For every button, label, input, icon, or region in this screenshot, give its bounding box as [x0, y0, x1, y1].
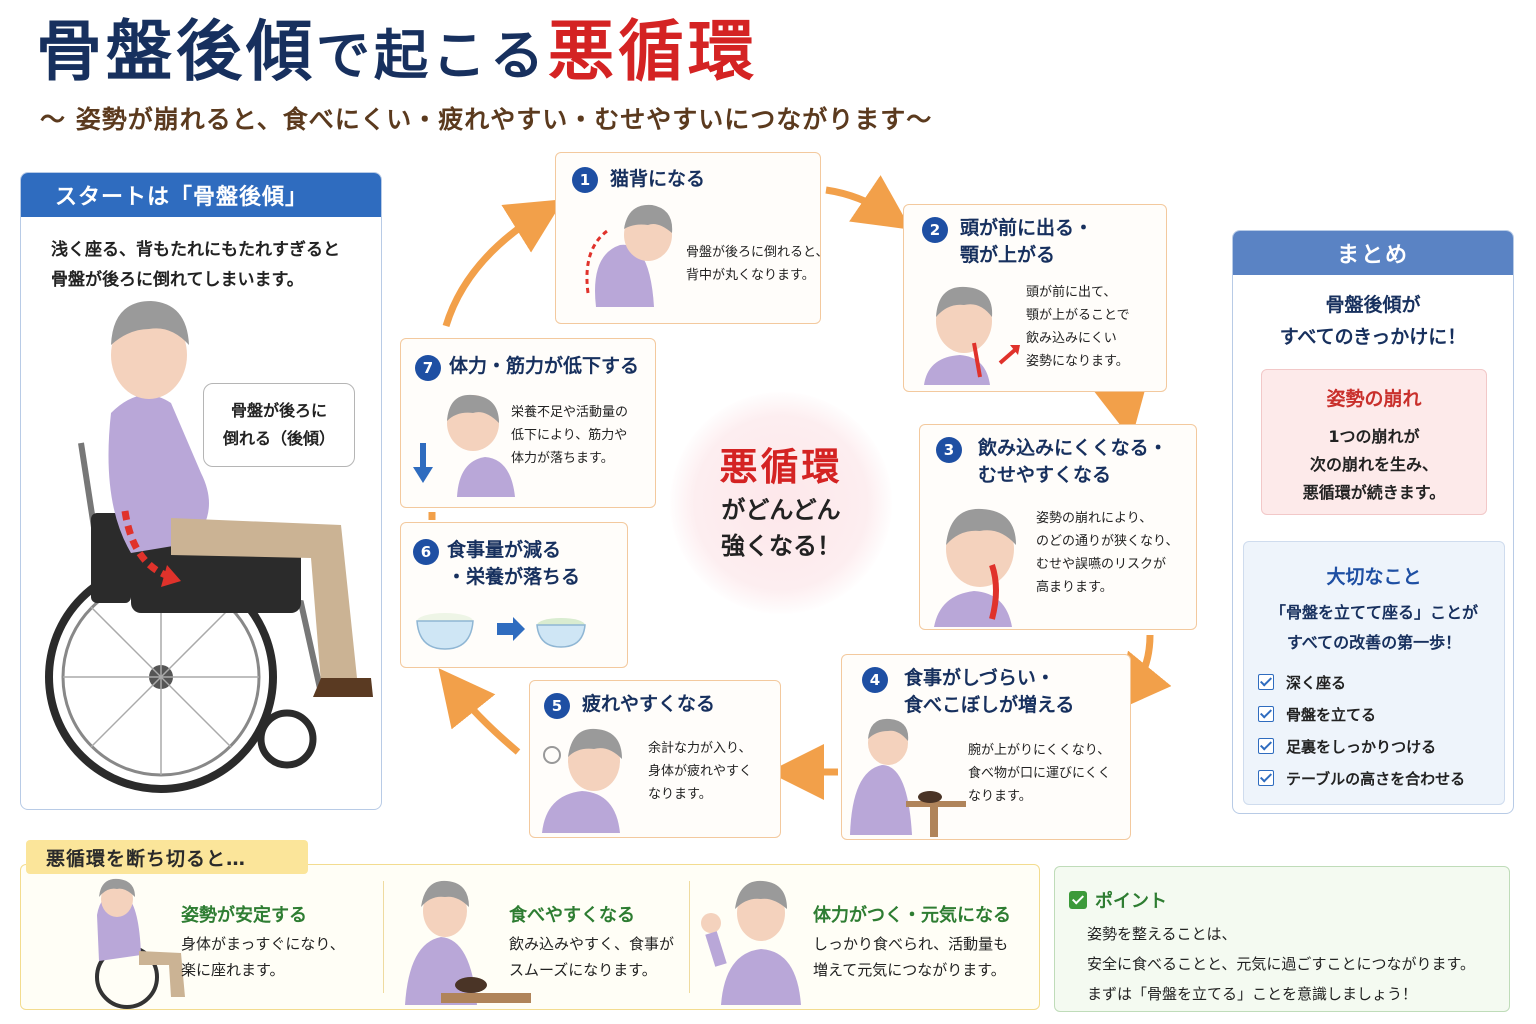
result-illustrations	[95, 878, 801, 1009]
step-title: 食事がしづらい・ 食べこぼしが増える	[904, 667, 1075, 716]
point-panel: ポイント 姿勢を整えることは、 安全に食べることと、元気に過ごすことにつながりま…	[1054, 866, 1510, 1012]
step-title: 頭が前に出る・ 顎が上がる	[960, 217, 1094, 266]
break-cycle-panel: 姿勢が安定する 身体がまっすぐになり、 楽に座れます。 食べやすくなる 飲み込み…	[20, 864, 1040, 1010]
result-title-1: 姿勢が安定する	[181, 905, 307, 926]
step-desc: 栄養不足や活動量の 低下により、筋力や 体力が落ちます。	[511, 405, 629, 466]
wheelchair-illustration	[45, 301, 373, 793]
step-number: 3	[936, 437, 962, 463]
weak-person-icon	[413, 394, 515, 497]
step-card-3: 3 飲み込みにくくなる・ むせやすくなる 姿勢の崩れにより、 のどの通りが狭くな…	[919, 424, 1197, 630]
step-card-5: 5 疲れやすくなる 余計な力が入り、 身体が疲れやすく なります。	[529, 680, 781, 838]
result-title-2: 食べやすくなる	[509, 905, 635, 926]
start-text: 浅く座る、背もたれにもたれすぎると 骨盤が後ろに倒れてしまいます。	[51, 240, 340, 290]
result-desc-3: しっかり食べられ、活動量も 増えて元気につながります。	[813, 935, 1009, 979]
start-speech-bubble: 骨盤が後ろに 倒れる（後傾）	[203, 383, 355, 467]
page-title: 骨盤後傾で起こる悪循環	[36, 14, 758, 90]
start-heading: スタートは「骨盤後傾」	[21, 173, 381, 217]
step-desc: 余計な力が入り、 身体が疲れやすく なります。	[648, 741, 753, 802]
step-number: 5	[544, 693, 570, 719]
title-part-2: で起こる	[316, 24, 548, 87]
checklist-item: 足裏をしっかりつける	[1258, 730, 1465, 762]
arrow-5-to-6	[438, 668, 521, 755]
step-title: 体力・筋力が低下する	[449, 355, 640, 377]
checkbox-icon	[1258, 706, 1274, 722]
step-desc: 腕が上がりにくくなり、 食べ物が口に運びにくく なります。	[968, 743, 1111, 804]
step-title: 猫背になる	[610, 168, 706, 190]
arrow-3-to-4	[1114, 634, 1172, 712]
divider	[689, 881, 690, 993]
step-card-7: 7 体力・筋力が低下する 栄養不足や活動量の 低下により、筋力や 体力が落ちます…	[400, 338, 656, 508]
page-subtitle: 〜 姿勢が崩れると、食べにくい・疲れやすい・むせやすいにつながります〜	[40, 105, 933, 134]
checkbox-icon	[1258, 738, 1274, 754]
hunched-person-icon	[585, 204, 673, 307]
step-card-6: 6 食事量が減る ・栄養が落ちる	[400, 522, 628, 668]
step-card-1: 1 猫背になる 骨盤が後ろに倒れると、 背中が丸くなります。	[555, 152, 828, 324]
arrow-2-to-3	[1093, 379, 1148, 440]
summary-lead: 骨盤後傾が すべてのきっかけに！	[1279, 294, 1467, 348]
checkbox-icon	[1258, 674, 1274, 690]
step-desc: 頭が前に出て、 顎が上がることで 飲み込みにくい 姿勢になります。	[1026, 285, 1130, 369]
step-title: 食事量が減る ・栄養が落ちる	[447, 539, 581, 588]
result-desc-2: 飲み込みやすく、食事が スムーズになります。	[509, 935, 675, 979]
arrow-7-to-1	[442, 199, 564, 328]
rice-bowl-icon	[416, 613, 586, 650]
start-panel: スタートは「骨盤後傾」 浅く座る、背もたれにもたれすぎると 骨盤が後ろに倒れてし…	[20, 172, 382, 810]
step-number: 6	[413, 539, 439, 565]
checklist-item: テーブルの高さを合わせる	[1258, 762, 1465, 794]
eating-person-icon	[850, 718, 966, 837]
arrow-1-to-2	[825, 175, 912, 230]
step-number: 1	[572, 167, 598, 193]
check-icon	[1069, 891, 1087, 909]
posture-collapse-box: 姿勢の崩れ 1つの崩れが 次の崩れを生み、 悪循環が続きます。	[1261, 369, 1487, 515]
result-desc-1: 身体がまっすぐになり、 楽に座れます。	[181, 935, 345, 979]
title-part-1: 骨盤後傾	[36, 13, 316, 90]
head-forward-icon	[924, 286, 1020, 385]
checkbox-icon	[1258, 770, 1274, 786]
center-title: 悪循環	[719, 445, 843, 489]
point-text: 姿勢を整えることは、 安全に食べることと、元気に過ごすことにつながります。 まず…	[1087, 925, 1476, 1003]
checklist-item: 深く座る	[1258, 666, 1465, 698]
checklist: 深く座る 骨盤を立てる 足裏をしっかりつける テーブルの高さを合わせる	[1258, 666, 1465, 794]
break-cycle-tag: 悪循環を断ち切ると…	[26, 840, 308, 874]
step-desc: 骨盤が後ろに倒れると、 背中が丸くなります。	[686, 245, 829, 283]
result-title-3: 体力がつく・元気になる	[813, 905, 1011, 926]
step-number: 2	[922, 217, 948, 243]
center-subtitle: がどんどん 強くなる！	[721, 496, 841, 560]
step-card-2: 2 頭が前に出る・ 顎が上がる 頭が前に出て、 顎が上がることで 飲み込みにくい…	[903, 204, 1167, 392]
step-card-4: 4 食事がしづらい・ 食べこぼしが増える 腕が上がりにくくなり、 食べ物が口に運…	[841, 654, 1131, 840]
summary-heading: まとめ	[1233, 231, 1513, 275]
important-box: 大切なこと 「骨盤を立てて座る」ことが すべての改善の第一歩！ 深く座る 骨盤を…	[1243, 541, 1505, 805]
checklist-item: 骨盤を立てる	[1258, 698, 1465, 730]
summary-panel: まとめ 骨盤後傾が すべてのきっかけに！ 姿勢の崩れ 1つの崩れが 次の崩れを生…	[1232, 230, 1514, 814]
tired-person-icon	[542, 728, 622, 833]
point-heading: ポイント	[1069, 887, 1167, 913]
divider	[383, 881, 384, 993]
step-number: 7	[415, 355, 441, 381]
vicious-cycle-center: 悪循環 がどんどん 強くなる！	[670, 392, 892, 614]
throat-icon	[934, 508, 1016, 627]
title-part-3: 悪循環	[548, 13, 758, 90]
step-title: 飲み込みにくくなる・ むせやすくなる	[978, 437, 1168, 486]
step-title: 疲れやすくなる	[582, 693, 716, 715]
step-desc: 姿勢の崩れにより、 のどの通りが狭くなり、 むせや誤嚥のリスクが 高まります。	[1036, 511, 1179, 595]
step-number: 4	[862, 667, 888, 693]
